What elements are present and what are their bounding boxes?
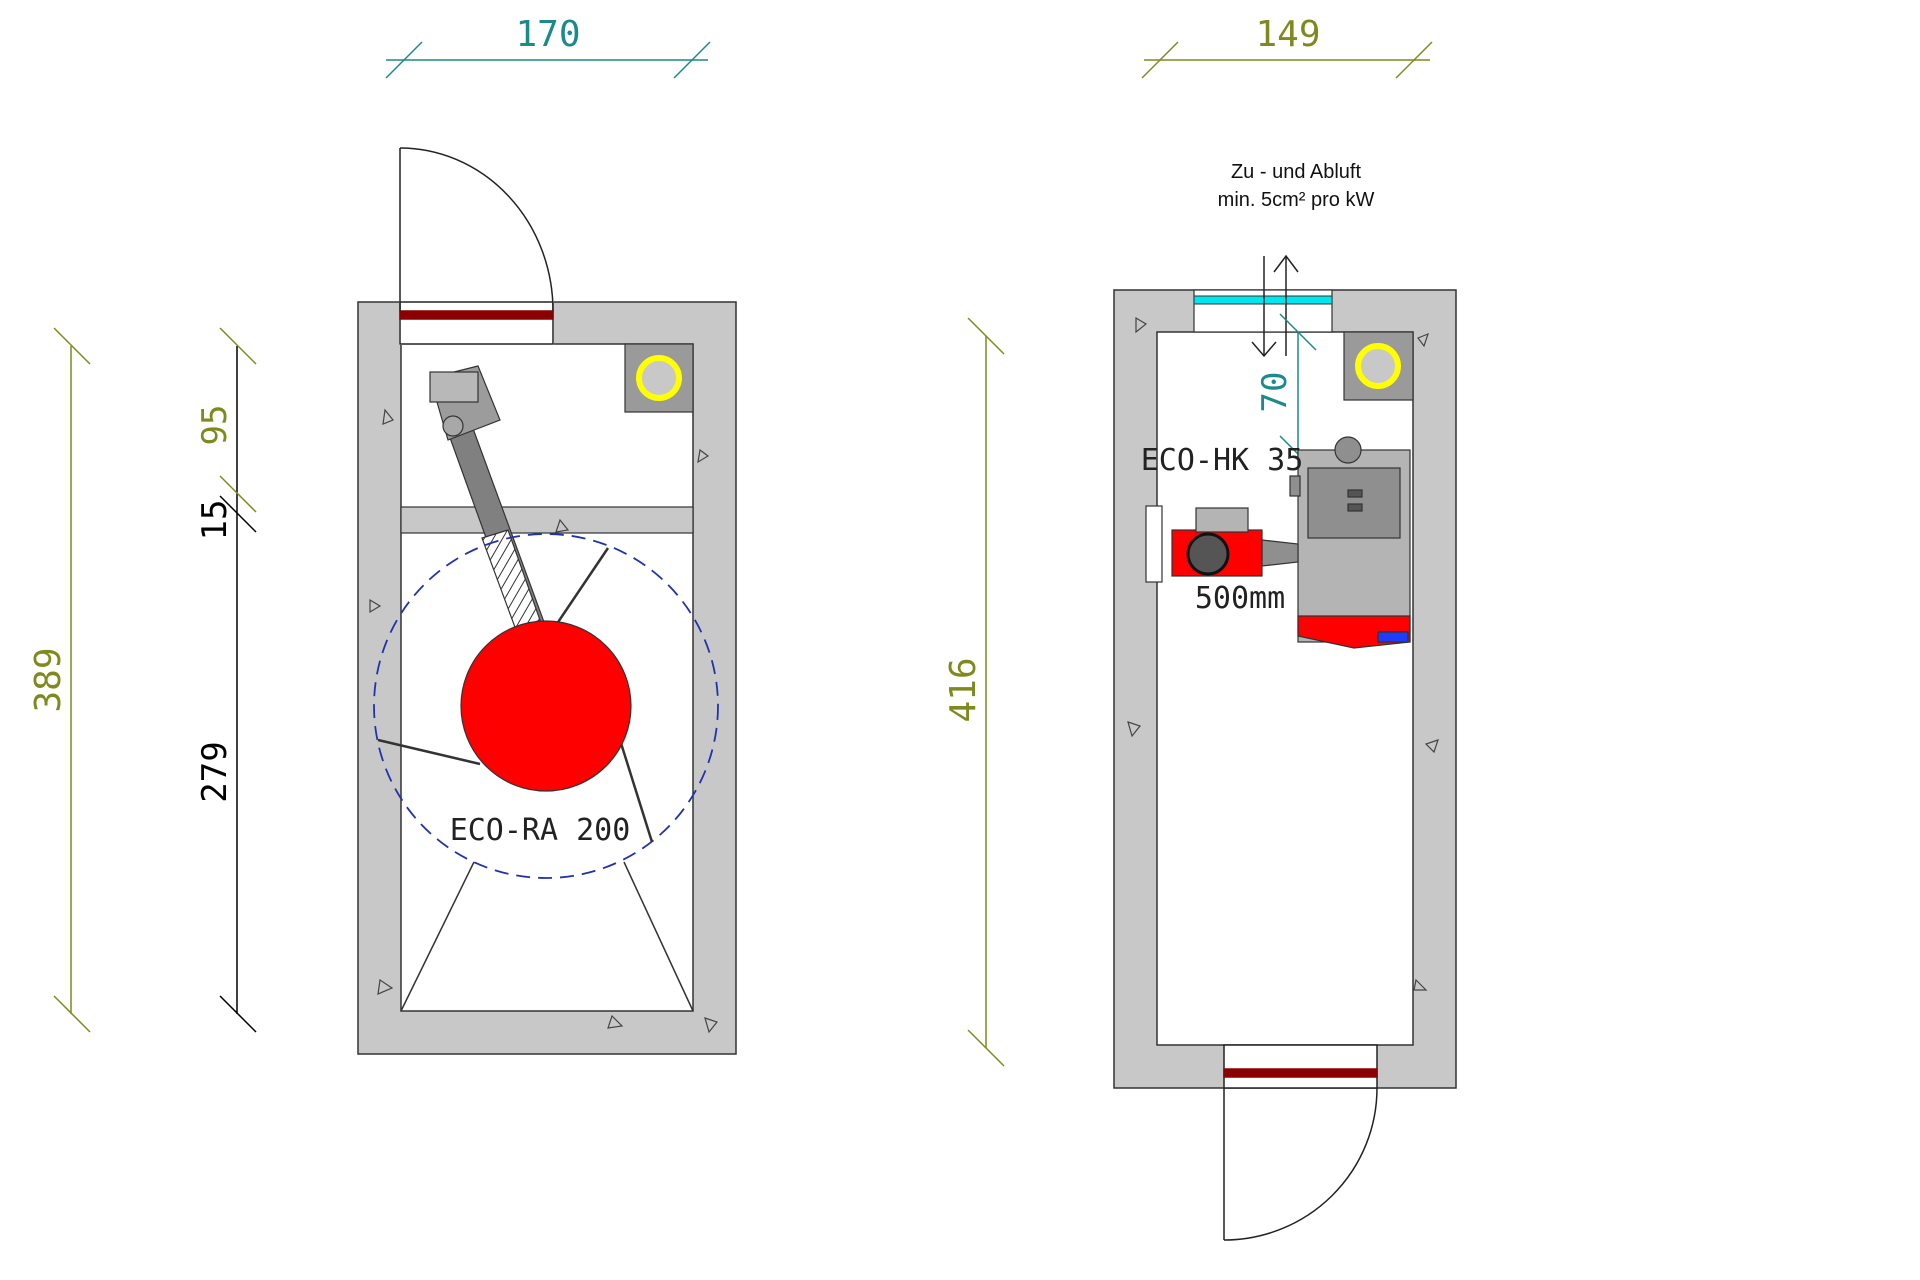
right-height-dimension [967,317,1005,1067]
right-clearance-label: 70 [1255,372,1295,413]
left-height-label: 389 [28,647,69,712]
right-walls [1113,289,1457,1089]
vent-note-line1: Zu - und Abluft [1231,161,1362,183]
right-chimney [1343,331,1414,401]
left-width-dimension [385,41,711,79]
left-width-label: 170 [515,14,580,55]
left-door [399,147,554,345]
right-room-plan: 149 Zu - und Abluft min. 5cm² pro kW 416 [943,14,1457,1241]
vent-note-line2: min. 5cm² pro kW [1218,189,1375,211]
right-width-label: 149 [1255,14,1320,55]
burner-motor-icon [1186,532,1230,576]
left-partition-wall [400,506,694,534]
vent-opening [1193,289,1333,333]
left-auger [429,365,545,633]
left-flue-icon [636,355,682,401]
left-segment-bottom-label: 279 [195,741,235,802]
left-room-plan: 170 389 95 15 279 [28,14,737,1055]
burner-unit [1145,505,1299,583]
boiler-label: ECO-HK 35 [1141,443,1304,478]
left-storage-funnel [400,861,694,1012]
left-segment-dimension [219,327,257,1033]
right-wall-texture [1127,316,1439,991]
left-wall-texture [369,408,719,1034]
airflow-arrows [1251,254,1299,358]
right-flue-icon [1355,343,1401,389]
right-door [1223,1044,1378,1241]
boiler-unit [1289,436,1411,649]
burner-label: 500mm [1195,581,1285,616]
left-unit-label: ECO-RA 200 [450,813,631,848]
left-height-dimension [53,327,91,1033]
left-segment-mid-label: 15 [195,500,235,541]
left-agitator-hub [460,620,632,792]
left-sweep-circle [373,533,719,879]
right-width-dimension [1141,41,1433,79]
left-chimney [624,343,694,413]
left-segment-top-label: 95 [195,405,235,446]
right-height-label: 416 [943,657,984,722]
